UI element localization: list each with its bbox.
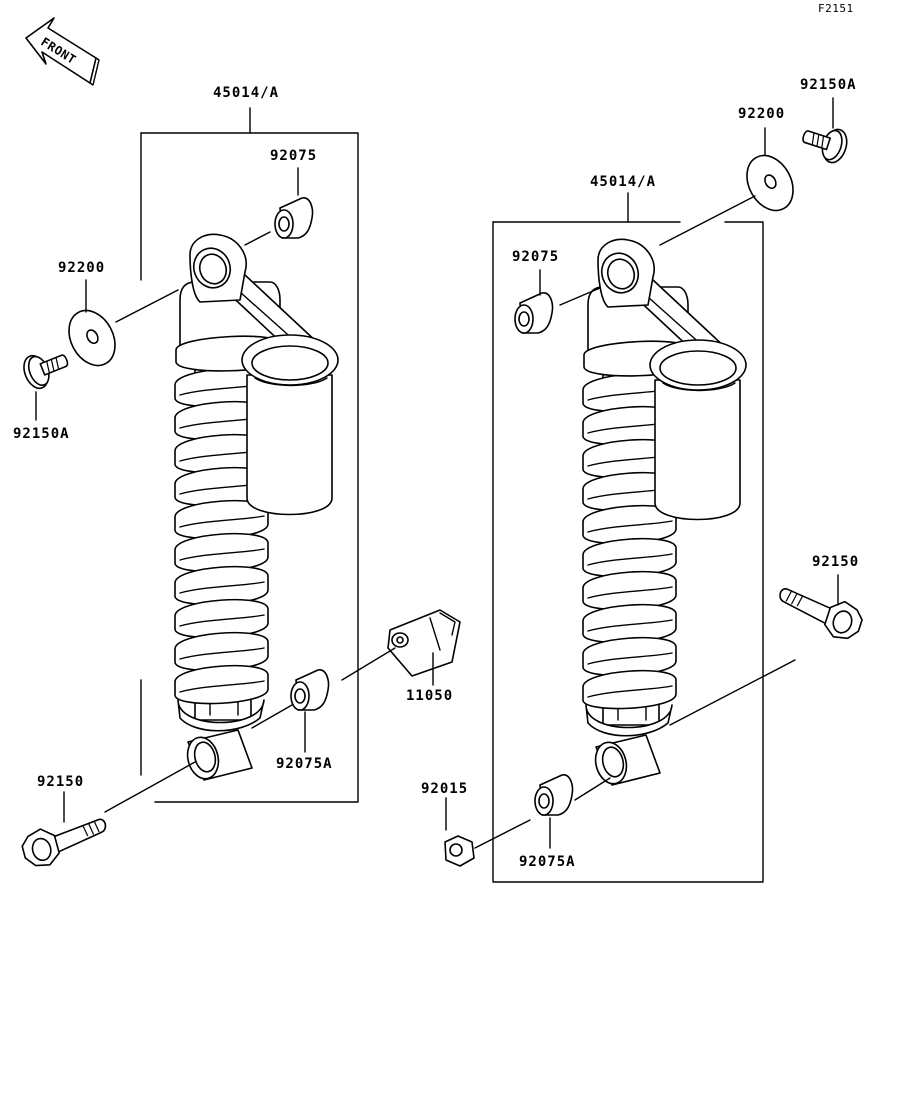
left-bracket-label: 11050 (406, 688, 453, 704)
right-top-bolt (797, 118, 852, 167)
left-assembly: 45014/A 92075 92200 92150A 11050 92075A … (13, 85, 461, 872)
left-top-washer (59, 301, 125, 375)
left-top-washer-label: 92200 (58, 260, 105, 276)
right-top-washer-label: 92200 (738, 106, 785, 122)
right-top-washer (737, 146, 803, 220)
right-top-collar-label: 92075 (512, 249, 559, 265)
front-arrow-icon: FRONT (25, 17, 100, 86)
right-bottom-collar (534, 773, 574, 816)
right-bottom-bolt-label: 92150 (812, 554, 859, 570)
right-assembly: 45014/A 92075 92200 92150A 92150 92015 9… (421, 77, 867, 883)
right-top-bolt-label: 92150A (800, 77, 857, 93)
left-top-collar-label: 92075 (270, 148, 317, 164)
right-bottom-bolt (771, 581, 867, 645)
right-bottom-collar-label: 92075A (519, 854, 576, 870)
figure-code: F2151 (818, 2, 854, 15)
left-top-bolt (18, 343, 74, 393)
left-bottom-collar (290, 668, 330, 711)
right-top-collar (514, 291, 554, 334)
right-shock-label: 45014/A (590, 174, 656, 190)
left-bottom-bolt (18, 811, 113, 872)
left-bottom-collar-label: 92075A (276, 756, 333, 772)
left-bracket (387, 609, 461, 677)
right-nut (444, 835, 475, 867)
right-shock-absorber (582, 238, 747, 788)
right-nut-label: 92015 (421, 781, 468, 797)
left-top-collar (274, 196, 314, 239)
left-shock-label: 45014/A (213, 85, 279, 101)
left-top-bolt-label: 92150A (13, 426, 70, 442)
left-bottom-bolt-label: 92150 (37, 774, 84, 790)
